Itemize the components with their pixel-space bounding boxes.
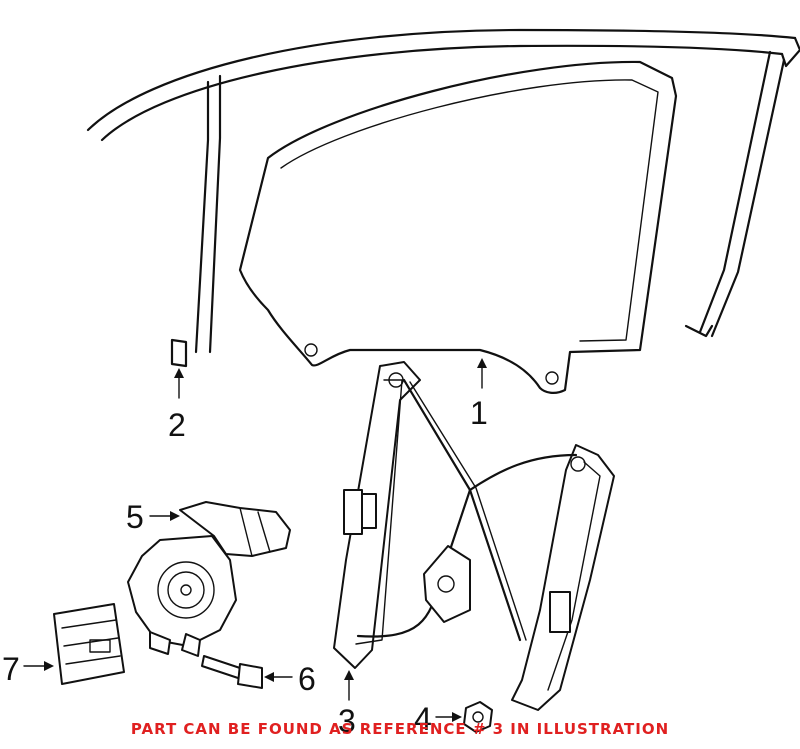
reference-notice: PART CAN BE FOUND AS REFERENCE # 3 IN IL… <box>130 720 670 738</box>
callout-6: 6 <box>298 661 316 697</box>
nut <box>463 701 493 733</box>
callout-5: 5 <box>126 499 144 535</box>
callout-2: 2 <box>168 407 186 443</box>
callout-1: 1 <box>470 395 488 431</box>
callout-arrows <box>23 358 487 722</box>
callout-numbers: 1 2 3 4 5 6 7 <box>2 395 488 739</box>
control-module <box>53 603 125 685</box>
window-motor <box>127 501 291 657</box>
callout-4: 4 <box>414 701 432 737</box>
callout-3: 3 <box>338 703 356 739</box>
callout-7: 7 <box>2 651 20 687</box>
window-regulator <box>333 361 615 711</box>
glass-run-channel <box>86 28 800 368</box>
door-glass <box>238 60 678 394</box>
bolt <box>201 655 263 689</box>
